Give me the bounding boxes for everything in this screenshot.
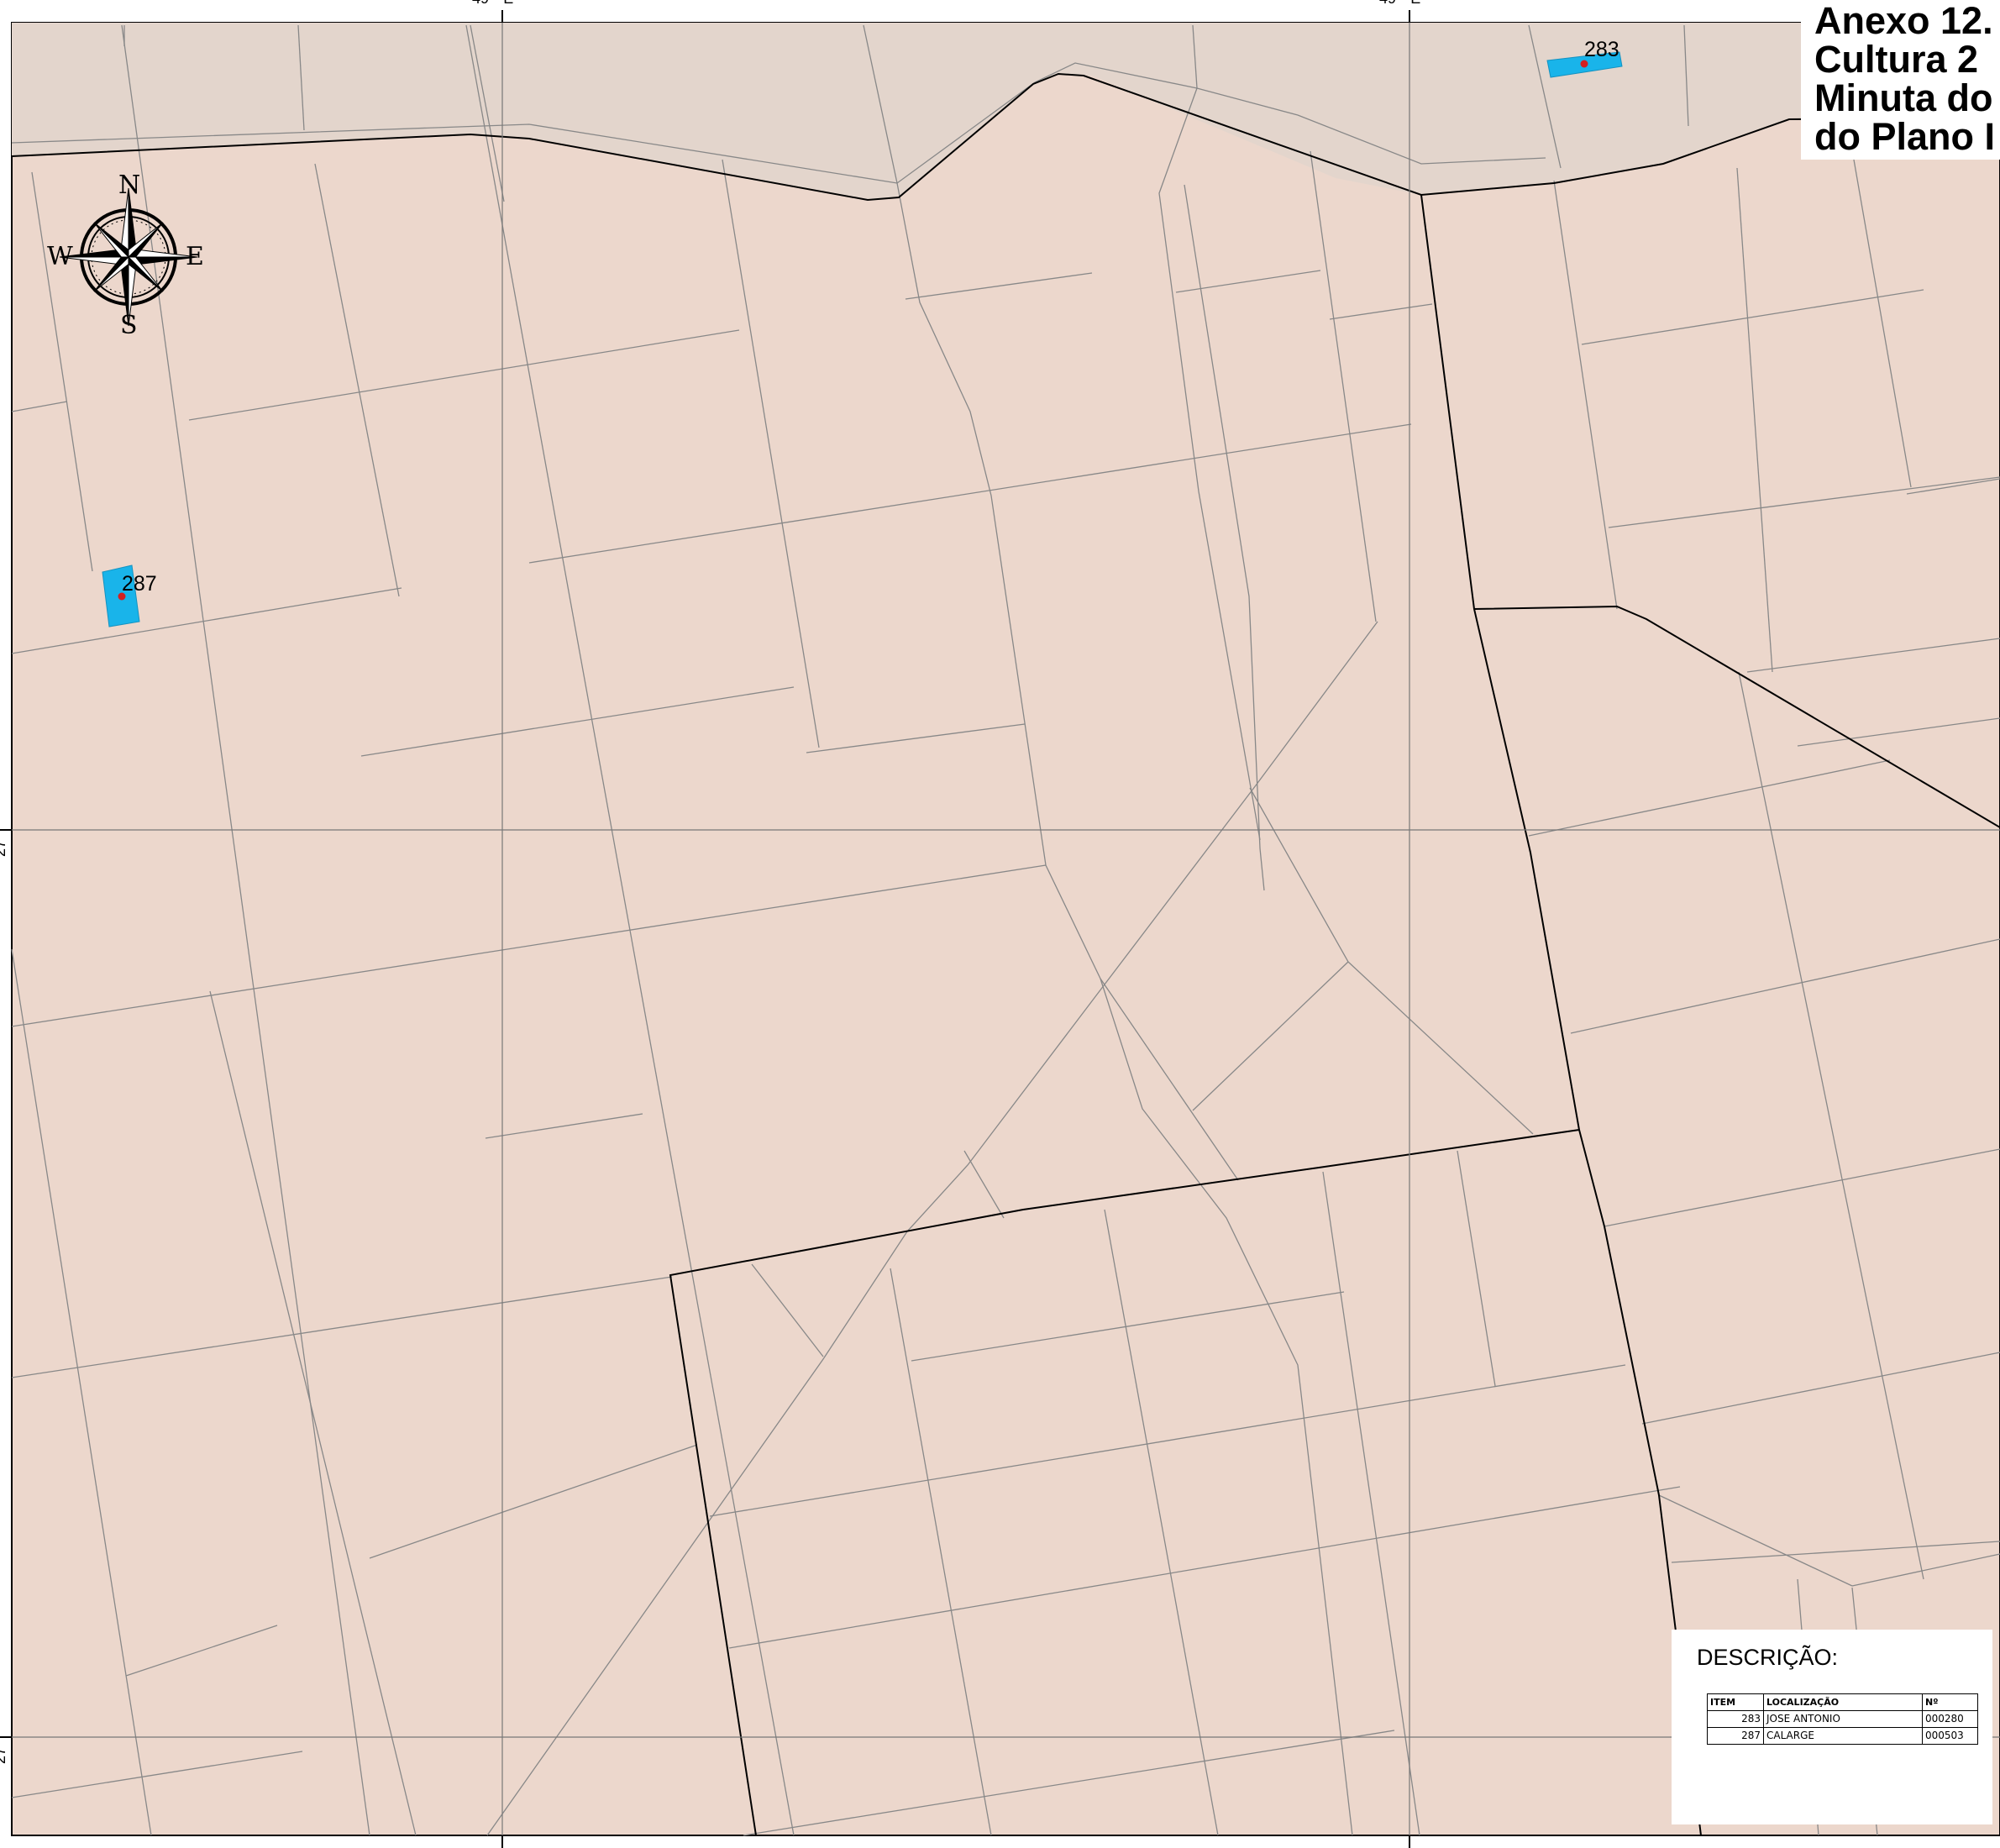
boundary-lines (11, 72, 2000, 1836)
feature-283-label[interactable]: 283 (1584, 38, 1619, 61)
legend-header-item: ITEM (1707, 1693, 1764, 1711)
grid-label-top-left: 49 ° E (472, 0, 513, 8)
feature-287-point[interactable] (118, 592, 126, 601)
legend-title: DESCRIÇÃO: (1697, 1645, 1839, 1670)
parcel-lines (11, 24, 2000, 1836)
legend-row-item: 283 (1707, 1710, 1764, 1728)
legend-box: DESCRIÇÃO: ITEM LOCALIZAÇÃO Nº 283 JOSE … (1672, 1630, 1992, 1824)
title-line-4: do Plano I (1814, 115, 1996, 158)
legend-row-number: 000503 (1922, 1727, 1978, 1745)
feature-283-point[interactable] (1580, 60, 1588, 68)
compass-south-label: S (120, 311, 138, 340)
graticule (12, 23, 2000, 1835)
compass-east-label: E (186, 242, 204, 271)
legend-header-row: ITEM LOCALIZAÇÃO Nº (1707, 1693, 1978, 1711)
feature-287-label[interactable]: 287 (122, 572, 157, 596)
compass-west-label: W (47, 242, 73, 271)
legend-row-item: 287 (1707, 1727, 1764, 1745)
map-frame (11, 22, 2000, 1836)
north-band-area (12, 23, 2000, 200)
compass-north-label: N (118, 171, 141, 200)
legend-row-location: JOSE ANTONIO (1763, 1710, 1923, 1728)
legend-row-number: 000280 (1922, 1710, 1978, 1728)
grid-label-top-right: 49 ° E (1379, 0, 1420, 8)
grid-label-left-lower: 27 ° (0, 1737, 8, 1764)
legend-table: ITEM LOCALIZAÇÃO Nº 283 JOSE ANTONIO 000… (1707, 1693, 1978, 1745)
legend-row[interactable]: 287 CALARGE 000503 (1707, 1727, 1978, 1745)
map-title-box: Anexo 12. Cultura 2 Minuta do do Plano I (1801, 0, 2000, 160)
legend-row[interactable]: 283 JOSE ANTONIO 000280 (1707, 1710, 1978, 1728)
legend-header-location: LOCALIZAÇÃO (1763, 1693, 1923, 1711)
title-line-1: Anexo 12. (1814, 0, 1993, 42)
legend-header-number: Nº (1922, 1693, 1978, 1711)
legend-row-location: CALARGE (1763, 1727, 1923, 1745)
compass-rose-icon (59, 187, 198, 327)
grid-label-left-upper: 27 ° (0, 830, 8, 857)
graticule-ticks (0, 10, 1410, 1848)
title-line-3: Minuta do (1814, 76, 1993, 119)
title-line-2: Cultura 2 (1814, 38, 1979, 81)
